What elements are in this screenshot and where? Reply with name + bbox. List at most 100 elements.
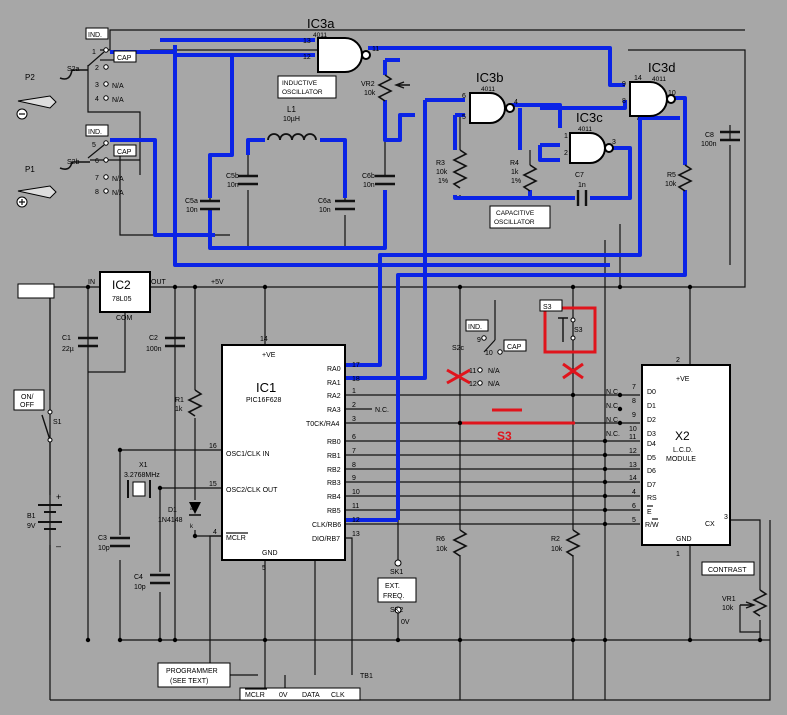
cap-c5a [200, 199, 220, 211]
gate-pin-numbers: 13 12 11 6 5 4 1 2 3 14 9 8 7 10 [303, 38, 676, 157]
s2b-pin8: 8 [95, 189, 99, 196]
c7-ref: C7 [575, 172, 584, 179]
vr2-value: 10k [364, 90, 376, 97]
lcd-cx: CX [705, 521, 715, 528]
sk1-ref: SK1 [390, 569, 403, 576]
r5-ref: R5 [667, 172, 676, 179]
ic3d-pin9: 9 [622, 81, 626, 88]
ext-label: EXT. [385, 583, 400, 590]
ic1-pin14: 14 [260, 336, 268, 343]
b1-ref: B1 [27, 513, 36, 520]
s2b-pin7: 7 [95, 175, 99, 182]
s2c-na11: N/A [488, 368, 500, 375]
ic3b-pin4: 4 [514, 99, 518, 106]
c2-value: 100n [146, 346, 162, 353]
lcd-pin12: 12 [629, 448, 637, 455]
ic3b-part: 4011 [481, 86, 495, 93]
r6-ref: R6 [436, 536, 445, 543]
lcd-pin4: 4 [632, 489, 636, 496]
ic1-pin18: 18 [352, 376, 360, 383]
c6b-value: 10n [363, 182, 375, 189]
ic1-ra0: RA0 [327, 366, 341, 373]
s2a-pin4: 4 [95, 96, 99, 103]
ic3d-part: 4011 [652, 76, 666, 83]
ic1-pin6: 6 [352, 434, 356, 441]
r3-ref: R3 [436, 160, 445, 167]
contrast-label: CONTRAST [708, 567, 747, 574]
ic2-com: COM [116, 315, 133, 322]
b1-plus: + [56, 492, 61, 502]
ic3c-part: 4011 [578, 126, 592, 133]
ic1-rb3: RB3 [327, 480, 341, 487]
lcd-nc-d2: N.C. [606, 417, 620, 424]
r4-tol: 1% [511, 178, 521, 185]
ic1-pin3: 3 [352, 416, 356, 423]
ic1-ra2: RA2 [327, 393, 341, 400]
switch-on: ON/ [21, 394, 34, 401]
resistor-r4 [522, 164, 538, 192]
label-ind-a: IND. [88, 32, 102, 39]
lcd-rs: RS [647, 495, 657, 502]
c5b-value: 10n [227, 182, 239, 189]
tb1-ref: TB1 [360, 673, 373, 680]
b1-value: 9V [27, 523, 36, 530]
resistor-r6 [452, 529, 468, 557]
ic3a-part: 4011 [313, 32, 327, 39]
ic1-pin8: 8 [352, 462, 356, 469]
s2c-pin10: 10 [485, 350, 493, 357]
cap-c4 [150, 573, 170, 585]
lcd-pin11: 11 [629, 434, 636, 441]
x1-value: 3.2768MHz [124, 472, 160, 479]
cap-c6a [335, 199, 355, 211]
ic1-pin15: 15 [209, 481, 217, 488]
ic1-ve: +VE [262, 352, 276, 359]
l1-ref: L1 [287, 105, 296, 114]
lcd-name2: MODULE [666, 456, 696, 463]
s2b-na8: N/A [112, 190, 124, 197]
ic2-ref: IC2 [112, 278, 131, 292]
cross-mark-s2c [446, 368, 471, 385]
tb1-data: DATA [302, 692, 320, 699]
s2a-pin3: 3 [95, 82, 99, 89]
lcd-pin3: 3 [724, 514, 728, 521]
inductive-osc-l2: OSCILLATOR [282, 89, 323, 96]
cap-c8 [720, 130, 740, 142]
resistor-r1 [187, 389, 203, 417]
lcd-e: E [647, 509, 652, 516]
c6a-value: 10n [319, 207, 331, 214]
x1-ref: X1 [139, 462, 148, 469]
label-cap-a: CAP [117, 55, 132, 62]
inductive-osc-l1: INDUCTIVE [282, 80, 318, 87]
lcd-d1: D1 [647, 403, 656, 410]
s2a-label: S2a [67, 66, 80, 73]
label-ind-b: IND. [88, 129, 102, 136]
ic1-ref: IC1 [256, 380, 276, 395]
d1-ref: D1 [168, 507, 177, 514]
tb1-clk: CLK [331, 692, 345, 699]
resistors [187, 74, 768, 617]
ic1-rb2: RB2 [327, 467, 341, 474]
r1-value: 1k [175, 406, 183, 413]
s2a-na4: N/A [112, 97, 124, 104]
c8-ref: C8 [705, 132, 714, 139]
lcd-gnd: GND [676, 536, 692, 543]
lcd-pin2: 2 [676, 357, 680, 364]
r4-ref: R4 [510, 160, 519, 167]
ic1-ra3: RA3 [327, 407, 341, 414]
c4-value: 10p [134, 584, 146, 591]
s3-ref: S3 [574, 327, 583, 334]
ic1-pin1: 1 [352, 388, 356, 395]
s2b-pin6: 6 [95, 158, 99, 165]
label-s3-box: S3 [543, 304, 552, 311]
ic1-pin16: 16 [209, 443, 217, 450]
freq-label: FREQ. [383, 593, 404, 600]
s1-ref: S1 [53, 419, 62, 426]
lcd-pin10: 10 [629, 426, 637, 433]
r3-value: 10k [436, 169, 448, 176]
ic3d-label: IC3d [648, 60, 675, 75]
lcd-pin7: 7 [632, 384, 636, 391]
gate-ic3b [469, 92, 515, 124]
resistor-r3 [452, 149, 468, 189]
lcd-nc-d0: N.C. [606, 389, 620, 396]
